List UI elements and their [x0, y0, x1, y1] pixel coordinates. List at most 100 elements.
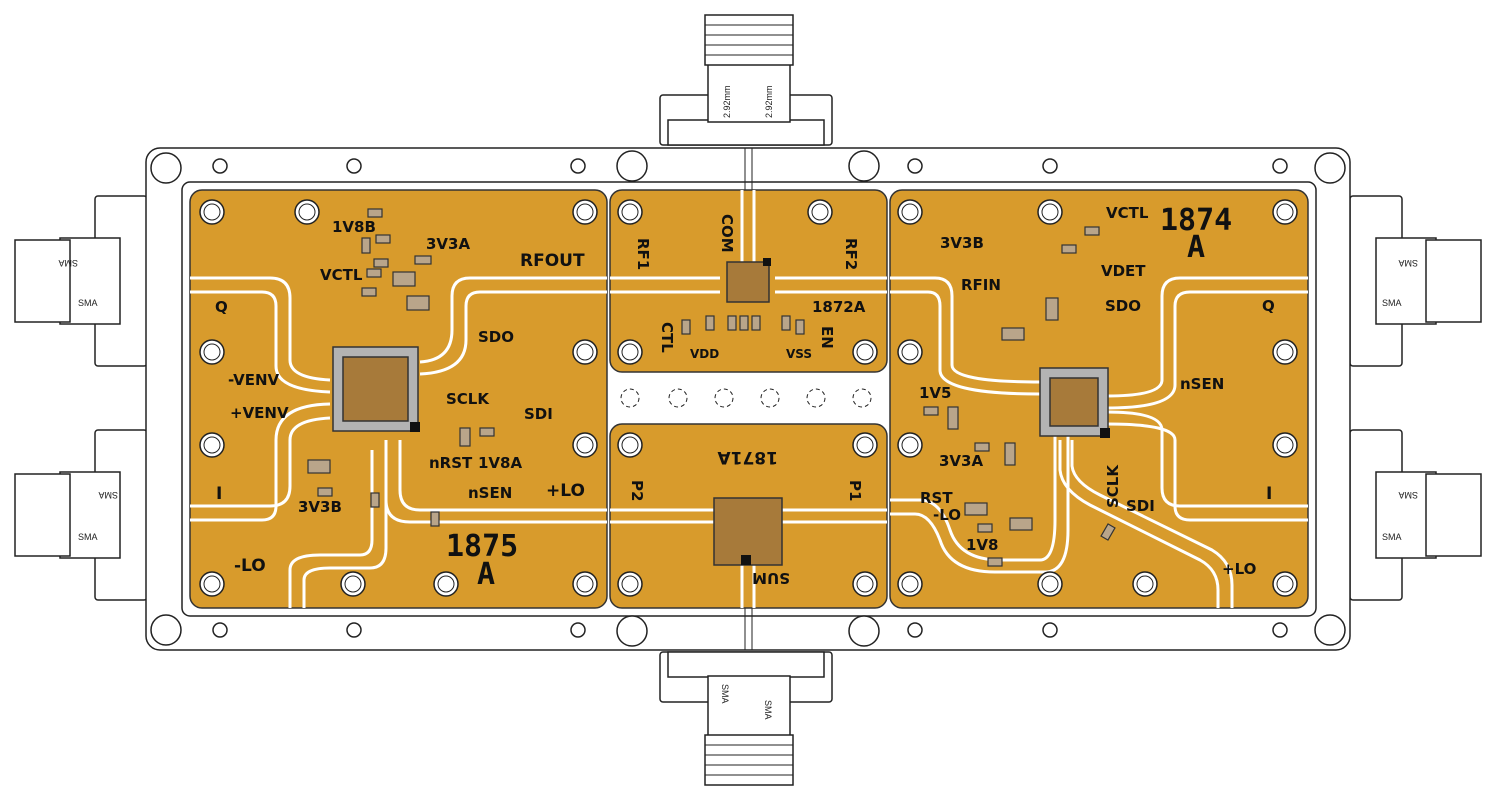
screw-hole-inner: [856, 343, 874, 361]
label-vctl: VCTL: [1106, 204, 1149, 222]
label-sdo: SDO: [1105, 297, 1141, 315]
connector-label: SMA: [78, 298, 98, 308]
label-sdi: SDI: [1126, 497, 1155, 515]
label-plus-lo: +LO: [546, 481, 585, 501]
label-p2: P2: [628, 480, 646, 501]
screw-hole-inner: [901, 436, 919, 454]
label-en: EN: [818, 326, 836, 349]
screw-hole-inner: [203, 203, 221, 221]
top-connector: 2.92mm 2.92mm: [659, 14, 833, 146]
screw-hole-inner: [1276, 343, 1294, 361]
label-3v3a: 3V3A: [939, 452, 983, 470]
chip-1875: [332, 346, 420, 432]
screw-hole-inner: [576, 343, 594, 361]
label-1v8a: 1V8A: [478, 454, 522, 472]
screw-hole-inner: [901, 343, 919, 361]
label-com: COM: [718, 214, 736, 253]
screw-hole-inner: [1276, 203, 1294, 221]
board-1875a-labels: 1V8B 3V3A RFOUT VCTL Q -VENV +VENV SDO S…: [215, 218, 585, 592]
label-i: I: [216, 484, 222, 504]
screw-hole-inner: [856, 575, 874, 593]
screw-hole-inner: [621, 575, 639, 593]
connector-label: 2.92mm: [764, 85, 774, 118]
screw-hole-inner: [203, 343, 221, 361]
label-rf1: RF1: [634, 238, 652, 270]
chip-1871a: [713, 497, 783, 566]
connector-label: SMA: [78, 532, 98, 542]
label-1v8: 1V8: [966, 536, 998, 554]
label-ctl: CTL: [658, 322, 676, 353]
mounting-holes-row: [620, 388, 872, 408]
screw-hole-inner: [1276, 575, 1294, 593]
label-nsen: nSEN: [1180, 375, 1224, 393]
connector-label: SMA: [98, 490, 118, 500]
connector-label: SMA: [1398, 258, 1418, 268]
screw-hole-inner: [344, 575, 362, 593]
chip-1874: [1039, 367, 1110, 438]
revision-a: A: [477, 557, 495, 592]
label-sdo: SDO: [478, 328, 514, 346]
screw-hole-inner: [621, 343, 639, 361]
label-nrst: nRST: [429, 454, 473, 472]
screw-hole-inner: [1041, 575, 1059, 593]
left-connector-q: SMA SMA: [14, 195, 148, 367]
label-q: Q: [215, 298, 228, 316]
screw-hole-inner: [1041, 203, 1059, 221]
label-sclk: SCLK: [1104, 464, 1122, 508]
label-sclk: SCLK: [446, 390, 490, 408]
screw-hole-inner: [1136, 575, 1154, 593]
left-connector-i: SMA SMA: [14, 429, 148, 601]
label-1v5: 1V5: [919, 384, 951, 402]
right-connector-i: SMA SMA: [1349, 429, 1482, 601]
label-rfout: RFOUT: [520, 251, 585, 271]
board-1874a-labels: VCTL 3V3B VDET RFIN SDO Q nSEN 1V5 3V3A …: [919, 203, 1275, 578]
screw-hole-inner: [437, 575, 455, 593]
label-vctl: VCTL: [320, 266, 363, 284]
screw-hole-inner: [203, 575, 221, 593]
label-plus-lo: +LO: [1222, 560, 1256, 578]
right-connector-q: SMA SMA: [1349, 195, 1482, 367]
label-sum: SUM: [752, 569, 790, 587]
screw-hole-inner: [621, 203, 639, 221]
screw-hole-inner: [811, 203, 829, 221]
part-number-1871a: 1871A: [717, 447, 778, 467]
part-number-1872a: 1872A: [812, 298, 866, 316]
screw-hole-inner: [1276, 436, 1294, 454]
label-minus-venv: -VENV: [228, 371, 280, 389]
label-i: I: [1266, 484, 1272, 504]
label-rfin: RFIN: [961, 276, 1001, 294]
board-screw-holes: [199, 199, 1298, 597]
part-number-1874: 1874: [1160, 203, 1232, 238]
passive-components: [307, 208, 1116, 567]
board-1872a-labels: COM RF1 RF2 1872A CTL VDD VSS EN: [634, 214, 866, 361]
screw-hole-inner: [203, 436, 221, 454]
label-3v3b: 3V3B: [298, 498, 342, 516]
screw-hole-inner: [856, 436, 874, 454]
label-vss: VSS: [786, 347, 812, 361]
screw-hole-inner: [298, 203, 316, 221]
revision-a: A: [1187, 230, 1205, 265]
connector-label: SMA: [763, 700, 773, 720]
label-nsen: nSEN: [468, 484, 512, 502]
label-rst: RST: [920, 489, 953, 507]
label-vdd: VDD: [690, 347, 719, 361]
part-number-1875: 1875: [446, 529, 518, 564]
label-3v3a: 3V3A: [426, 235, 470, 253]
connector-label: SMA: [1398, 490, 1418, 500]
connector-label: SMA: [720, 684, 730, 704]
screw-hole-inner: [576, 575, 594, 593]
rf-traces: [190, 190, 1308, 608]
connector-label: SMA: [1382, 298, 1402, 308]
connector-label: 2.92mm: [722, 85, 732, 118]
label-minus-lo: -LO: [234, 556, 266, 576]
label-minus-lo: -LO: [933, 506, 961, 524]
connector-label: SMA: [1382, 532, 1402, 542]
label-vdet: VDET: [1101, 262, 1146, 280]
screw-hole-inner: [576, 436, 594, 454]
bottom-connector: SMA SMA: [659, 651, 833, 786]
board-1871a-labels: 1871A P2 P1 SUM: [628, 447, 864, 587]
label-3v3b: 3V3B: [940, 234, 984, 252]
label-1v8b: 1V8B: [332, 218, 376, 236]
